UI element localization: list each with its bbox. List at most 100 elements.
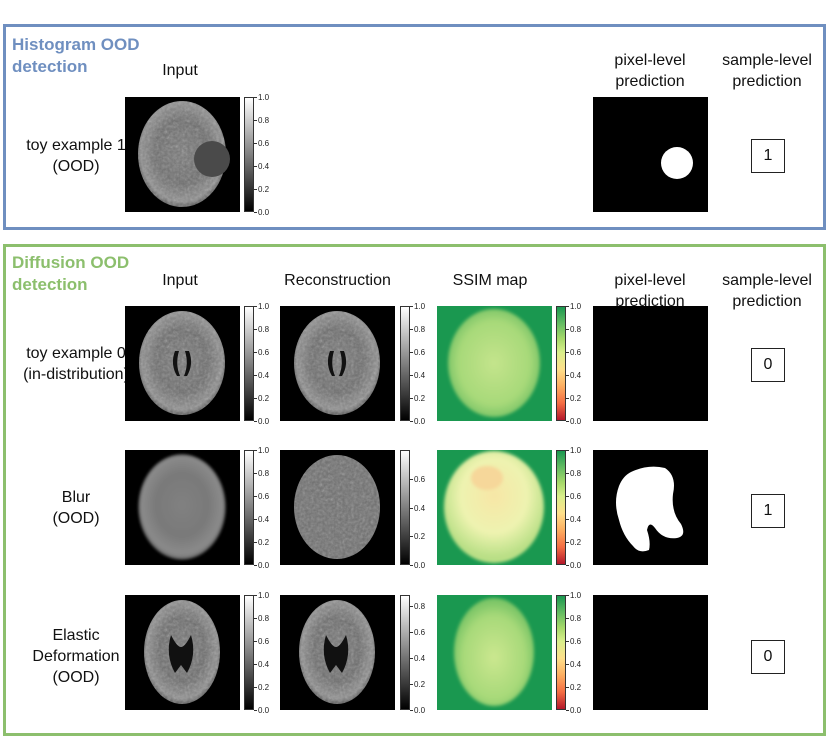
diff-row0-ssim-colorbar-tick-3: 0.4 [565,370,582,380]
diff-row0-ssim-map [437,306,552,421]
diff-row0-ssim-colorbar-tick-5: 0.0 [565,416,582,426]
diff-row2-ssim-colorbar-tick-1: 0.8 [565,613,582,623]
diff-row1-ssim-colorbar-tick-4: 0.2 [565,537,582,547]
diff-row0-recon-colorbar-tick-2: 0.6 [409,347,426,357]
histogram-panel [3,24,826,230]
diff-row0-recon-colorbar-tick-1: 0.8 [409,324,426,334]
diffusion-title: Diffusion OOD detection [12,252,129,296]
diff-row2-recon-image [280,595,395,710]
diffusion-panel [3,244,826,736]
diff-row1-ssim-colorbar [556,450,566,565]
hist-input-image [125,97,240,212]
diff-row2-input-colorbar-tick-5: 0.0 [253,705,270,715]
diff-row2-input-colorbar [244,595,254,710]
diff-col-sample: sample-level prediction [722,272,812,310]
diff-row1-input-colorbar-tick-5: 0.0 [253,560,270,570]
diff-row2-input-colorbar-tick-2: 0.6 [253,636,270,646]
hist-col-pixel: pixel-level prediction [614,52,686,90]
diff-row1-pixel-prediction [593,450,708,565]
diff-row1-ssim-colorbar-tick-3: 0.4 [565,514,582,524]
diff-row1-input-colorbar-tick-0: 1.0 [253,445,270,455]
diff-row2-input-colorbar-tick-3: 0.4 [253,659,270,669]
diff-row-label-2: Elastic Deformation (OOD) [32,627,120,686]
hist-input-colorbar-tick-5: 0.0 [253,207,270,217]
diff-row0-input-colorbar-tick-2: 0.6 [253,347,270,357]
diff-col-ssim: SSIM map [452,272,528,289]
diff-row2-ssim-colorbar-tick-2: 0.6 [565,636,582,646]
diff-row0-sample-prediction: 0 [751,348,785,382]
diff-row2-input-colorbar-tick-1: 0.8 [253,613,270,623]
diff-row2-ssim-colorbar-tick-0: 1.0 [565,590,582,600]
diff-row0-recon-colorbar-tick-3: 0.4 [409,370,426,380]
hist-input-colorbar-tick-2: 0.6 [253,138,270,148]
diff-row0-input-colorbar-tick-3: 0.4 [253,370,270,380]
diffusion-title-line2: detection [12,275,88,294]
diff-row1-ssim-colorbar-tick-2: 0.6 [565,491,582,501]
diff-row0-input-colorbar-tick-5: 0.0 [253,416,270,426]
diff-row1-recon-colorbar-tick-2: 0.2 [409,532,426,542]
hist-col-input: Input [162,62,198,79]
histogram-title-line2: detection [12,57,88,76]
diff-row0-recon-colorbar-tick-5: 0.0 [409,416,426,426]
diff-row1-input-colorbar-tick-2: 0.6 [253,491,270,501]
diff-row2-pixel-prediction [593,595,708,710]
diff-row2-ssim-colorbar-tick-3: 0.4 [565,659,582,669]
diff-row2-recon-colorbar-tick-3: 0.2 [409,679,426,689]
diff-row2-sample-prediction: 0 [751,640,785,674]
diff-row2-recon-colorbar [400,595,410,710]
hist-input-colorbar-tick-0: 1.0 [253,92,270,102]
diff-row0-input-colorbar [244,306,254,421]
diff-row0-ssim-colorbar-tick-0: 1.0 [565,301,582,311]
hist-input-colorbar-tick-4: 0.2 [253,184,270,194]
diff-row0-ssim-colorbar-tick-1: 0.8 [565,324,582,334]
diff-row1-input-colorbar-tick-4: 0.2 [253,537,270,547]
diff-row2-recon-colorbar-tick-2: 0.4 [409,653,426,663]
diff-row0-input-colorbar-tick-0: 1.0 [253,301,270,311]
diff-row0-input-colorbar-tick-4: 0.2 [253,393,270,403]
diff-row2-input-colorbar-tick-4: 0.2 [253,682,270,692]
diff-row1-recon-colorbar [400,450,410,565]
diff-row1-ssim-colorbar-tick-0: 1.0 [565,445,582,455]
diff-row2-ssim-colorbar-tick-4: 0.2 [565,682,582,692]
diff-row0-ssim-colorbar-tick-4: 0.2 [565,393,582,403]
diff-row1-ssim-colorbar-tick-5: 0.0 [565,560,582,570]
diff-row2-input-colorbar-tick-0: 1.0 [253,590,270,600]
hist-input-colorbar-tick-1: 0.8 [253,115,270,125]
diff-row0-ssim-colorbar [556,306,566,421]
hist-input-colorbar-tick-3: 0.4 [253,161,270,171]
diff-row0-recon-colorbar-tick-0: 1.0 [409,301,426,311]
diff-col-recon: Reconstruction [284,272,391,289]
hist-pixel-prediction [593,97,708,212]
diff-row0-recon-image [280,306,395,421]
diff-row2-ssim-colorbar [556,595,566,710]
diff-row1-input-colorbar [244,450,254,565]
diff-row0-recon-colorbar-tick-4: 0.2 [409,393,426,403]
diff-row2-recon-colorbar-tick-1: 0.6 [409,627,426,637]
diff-row1-recon-colorbar-tick-1: 0.4 [409,503,426,513]
diff-row2-input-image [125,595,240,710]
histogram-title-line1: Histogram OOD [12,35,140,54]
diff-row0-pixel-prediction [593,306,708,421]
diff-row-label-0: toy example 0 (in-distribution) [23,345,129,383]
diff-row2-ssim-colorbar-tick-5: 0.0 [565,705,582,715]
hist-sample-prediction: 1 [751,139,785,173]
hist-input-colorbar [244,97,254,212]
histogram-title: Histogram OOD detection [12,34,140,78]
diff-row0-input-colorbar-tick-1: 0.8 [253,324,270,334]
diff-row2-recon-colorbar-tick-4: 0.0 [409,705,426,715]
diff-row1-recon-colorbar-tick-3: 0.0 [409,560,426,570]
diff-col-input: Input [162,272,198,289]
diff-row1-recon-image [280,450,395,565]
diffusion-title-line1: Diffusion OOD [12,253,130,272]
diff-row0-recon-colorbar [400,306,410,421]
diff-row2-ssim-map [437,595,552,710]
diff-row2-recon-colorbar-tick-0: 0.8 [409,602,426,611]
diff-row1-input-image [125,450,240,565]
diff-row1-recon-colorbar-tick-0: 0.6 [409,475,426,485]
hist-row-label: toy example 1 (OOD) [26,137,126,175]
diff-col-pixel: pixel-level prediction [614,272,686,310]
diff-row1-input-colorbar-tick-1: 0.8 [253,468,270,478]
diff-row0-input-image [125,306,240,421]
diff-row1-input-colorbar-tick-3: 0.4 [253,514,270,524]
hist-col-sample: sample-level prediction [722,52,812,90]
